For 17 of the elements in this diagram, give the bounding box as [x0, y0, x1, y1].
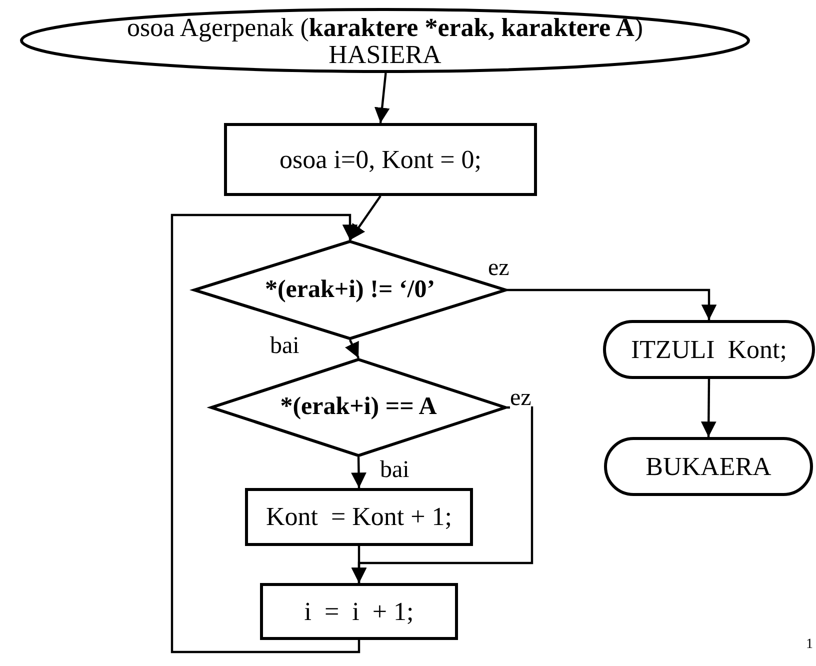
arrow: [344, 340, 360, 358]
statement-text: BUKAERA: [646, 452, 772, 482]
condition-text: *(erak+i) != ‘/0’: [264, 276, 436, 304]
arrow: [170, 214, 360, 654]
arrow: [507, 288, 717, 320]
arrow: [351, 456, 366, 488]
arrow: [700, 378, 716, 438]
arrow: [374, 72, 390, 124]
function-signature: osoa Agerpenak (karaktere *erak, karaktere A): [126, 12, 644, 42]
condition-text: *(erak+i) == A: [280, 393, 437, 422]
statement-text: ITZULI Kont;: [631, 334, 787, 364]
statement-text: Kont = Kont + 1;: [266, 502, 452, 532]
statement-text: osoa i=0, Kont = 0;: [280, 144, 482, 174]
arrow: [349, 195, 382, 241]
arrow: [351, 546, 367, 583]
start-label: HASIERA: [328, 42, 442, 68]
statement-text: i = i + 1;: [304, 596, 414, 626]
